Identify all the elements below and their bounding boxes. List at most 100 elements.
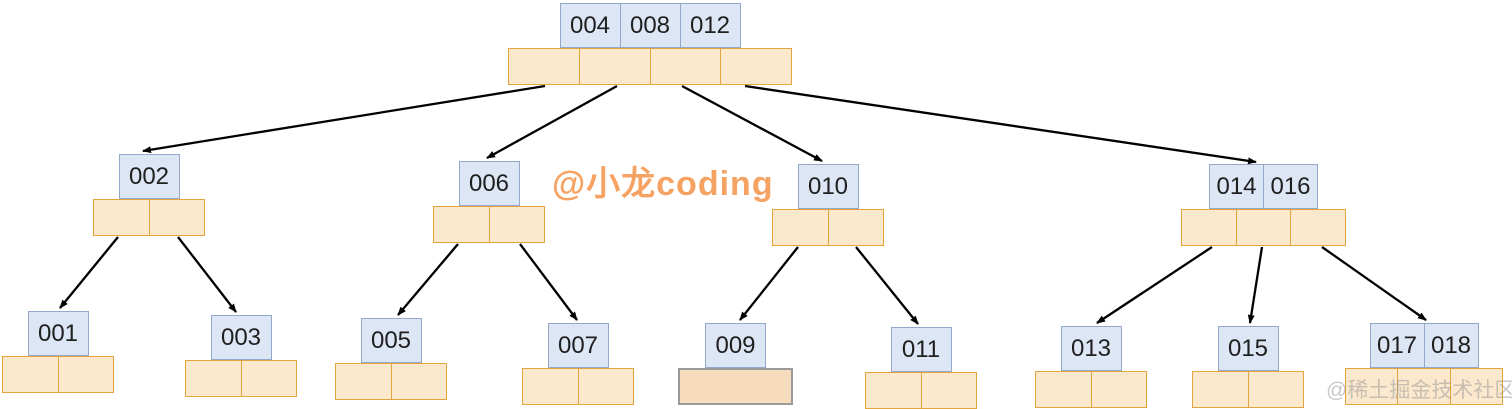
btree-key: 013 (1060, 326, 1122, 371)
edge-root-014 (744, 84, 1257, 165)
watermark-community: @稀土掘金技术社区 (1326, 379, 1512, 402)
pointer-row (1181, 209, 1347, 246)
key-row: 014 016 (1181, 164, 1346, 209)
key-row: 007 (522, 323, 634, 368)
pointer-row (772, 209, 884, 246)
pointer-cell (1035, 371, 1092, 408)
edge-002-003 (177, 236, 237, 313)
pointer-cell (57, 356, 114, 393)
pointer-row (335, 363, 447, 400)
pointer-cell (185, 360, 242, 397)
pointer-cell (1345, 368, 1399, 405)
pointer-row (522, 368, 634, 405)
btree-key: 012 (679, 3, 741, 48)
pointer-row (1192, 371, 1304, 408)
btree-node-006: 006 (433, 161, 545, 243)
pointer-row (508, 48, 792, 85)
key-row: 013 (1035, 326, 1147, 371)
pointer-cell (577, 368, 634, 405)
btree-key: 010 (797, 164, 859, 209)
pointer-cell (720, 48, 792, 85)
btree-node-002: 002 (93, 154, 205, 236)
pointer-row (1035, 371, 1147, 408)
pointer-row (433, 206, 545, 243)
pointer-cell (920, 372, 977, 409)
edge-010-011 (855, 246, 919, 325)
pointer-row (185, 360, 297, 397)
key-row: 017 018 (1345, 323, 1503, 368)
pointer-cell (1397, 368, 1451, 405)
pointer-cell (390, 363, 447, 400)
edge-root-002 (142, 84, 546, 154)
edge-root-010 (681, 84, 823, 163)
pointer-cell (865, 372, 922, 409)
edge-014-017 (1321, 246, 1427, 321)
btree-node-010: 010 (772, 164, 884, 246)
edge-002-001 (59, 236, 119, 309)
pointer-cell (1090, 371, 1147, 408)
key-row: 006 (433, 161, 545, 206)
btree-key: 018 (1423, 323, 1479, 368)
btree-key: 003 (210, 315, 272, 360)
watermark-author: @小龙coding (552, 165, 774, 203)
btree-key: 014 (1209, 164, 1264, 209)
pointer-cell (488, 206, 545, 243)
key-row: 010 (772, 164, 884, 209)
btree-key: 007 (547, 323, 609, 368)
key-row: 002 (93, 154, 205, 199)
btree-node-017-018: 017 018 (1345, 323, 1503, 405)
btree-key: 017 (1369, 323, 1425, 368)
pointer-cell (1181, 209, 1237, 246)
btree-key: 016 (1263, 164, 1318, 209)
edge-006-007 (519, 243, 578, 321)
pointer-row (2, 356, 114, 393)
btree-key: 001 (27, 311, 89, 356)
btree-key: 008 (619, 3, 681, 48)
pointer-cell (433, 206, 490, 243)
edge-root-006 (486, 84, 618, 160)
btree-key: 011 (890, 327, 952, 372)
key-row: 004 008 012 (508, 3, 792, 48)
pointer-cell (1449, 368, 1503, 405)
pointer-cell (1290, 209, 1347, 246)
btree-key: 009 (705, 323, 766, 368)
btree-node-007: 007 (522, 323, 634, 405)
pointer-row (93, 199, 205, 236)
pointer-cell (678, 368, 793, 405)
key-row: 015 (1192, 326, 1304, 371)
btree-node-015: 015 (1192, 326, 1304, 408)
btree-node-011: 011 (865, 327, 977, 409)
btree-key: 006 (458, 161, 520, 206)
pointer-row (678, 368, 793, 405)
btree-node-013: 013 (1035, 326, 1147, 408)
edge-006-005 (397, 243, 459, 316)
key-row: 005 (335, 318, 447, 363)
key-row: 009 (678, 323, 793, 368)
btree-node-001: 001 (2, 311, 114, 393)
key-row: 011 (865, 327, 977, 372)
pointer-cell (335, 363, 392, 400)
key-row: 003 (185, 315, 297, 360)
btree-node-003: 003 (185, 315, 297, 397)
pointer-cell (522, 368, 579, 405)
btree-key: 015 (1217, 326, 1279, 371)
edge-010-009 (739, 246, 799, 321)
edge-014-013 (1096, 246, 1213, 324)
pointer-cell (578, 48, 651, 85)
btree-node-005: 005 (335, 318, 447, 400)
edge-014-015 (1247, 246, 1264, 324)
btree-key: 002 (118, 154, 180, 199)
pointer-row (1345, 368, 1503, 405)
pointer-cell (93, 199, 150, 236)
pointer-cell (772, 209, 829, 246)
btree-key: 004 (559, 3, 621, 48)
pointer-cell (240, 360, 297, 397)
pointer-cell (508, 48, 580, 85)
pointer-cell (2, 356, 59, 393)
btree-key: 005 (360, 318, 422, 363)
pointer-cell (1192, 371, 1249, 408)
btree-node-root: 004 008 012 (508, 3, 792, 85)
pointer-row (865, 372, 977, 409)
key-row: 001 (2, 311, 114, 356)
